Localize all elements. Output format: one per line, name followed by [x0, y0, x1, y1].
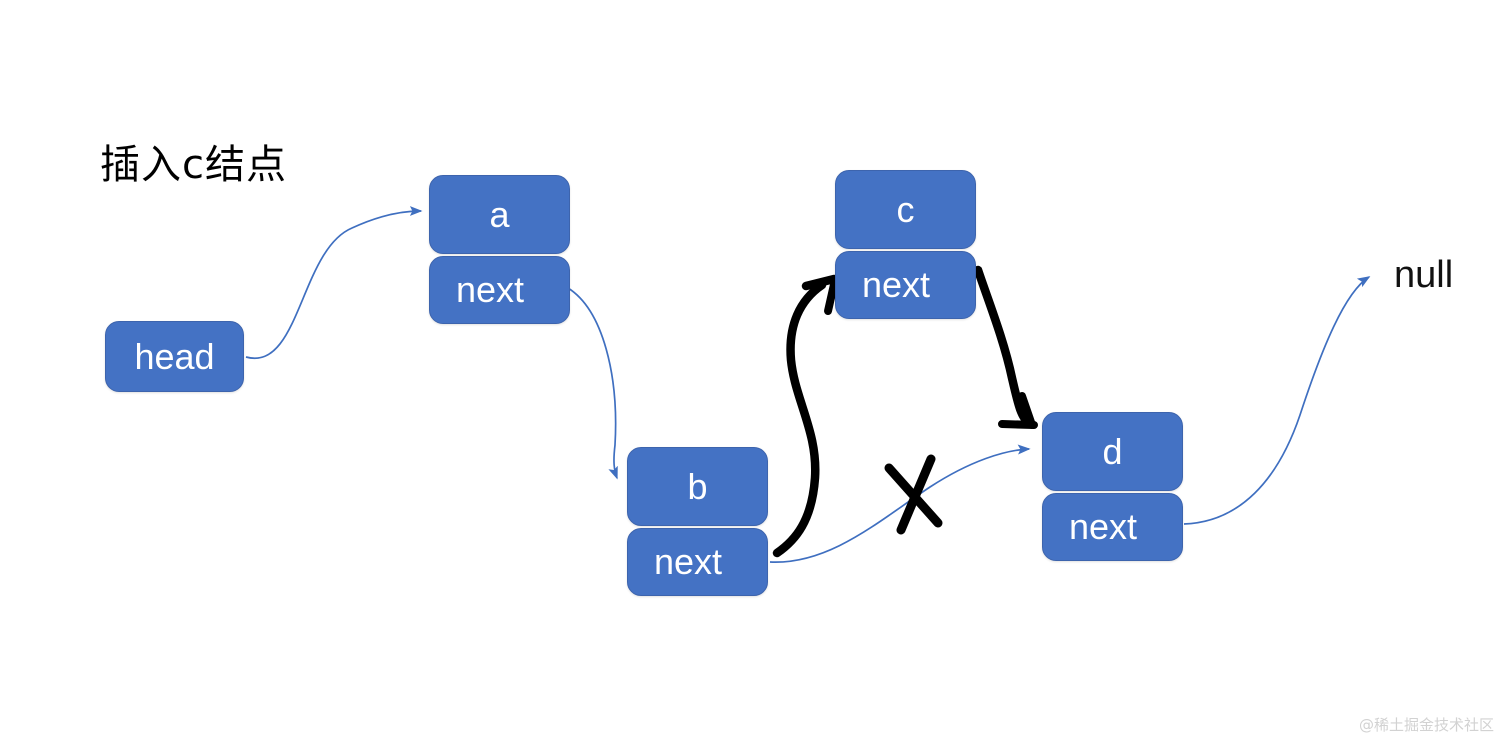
node-head-label: head — [134, 335, 215, 377]
node-a-value: a — [489, 193, 510, 235]
node-head[interactable]: head — [105, 321, 244, 392]
node-b-next-label: next — [654, 541, 723, 582]
watermark: @稀土掘金技术社区 — [1358, 716, 1494, 734]
null-terminator-label: null — [1394, 254, 1454, 296]
node-c-value-cell[interactable]: c — [835, 170, 976, 249]
node-a-value-cell[interactable]: a — [429, 175, 570, 254]
diagram-title: 插入c结点 — [100, 142, 287, 188]
node-c-next-cell[interactable]: next — [835, 251, 976, 319]
edge-c-next-to-d-arrowhead-bottom — [998, 420, 1038, 429]
edge-b-next-to-c-arrowhead-right — [824, 276, 839, 315]
node-d-value-cell[interactable]: d — [1042, 412, 1183, 491]
node-b-next-cell[interactable]: next — [627, 528, 768, 596]
node-c-value: c — [896, 188, 915, 230]
cross-out-mark — [884, 454, 943, 535]
node-a-next-label: next — [456, 269, 525, 310]
node-b-value-cell[interactable]: b — [627, 447, 768, 526]
node-d-next-label: next — [1069, 506, 1138, 547]
edge-b-next-to-c-arrowhead-left — [801, 274, 839, 291]
edge-b-next-to-d-cancelled — [769, 444, 1031, 563]
edge-d-next-to-null — [1183, 276, 1371, 525]
node-b-value: b — [687, 465, 708, 507]
edge-head-to-a — [245, 206, 423, 360]
edge-a-next-to-b — [567, 287, 618, 480]
node-a-next-cell[interactable]: next — [429, 256, 570, 324]
edge-b-next-to-c-new — [772, 280, 827, 558]
node-d-value: d — [1102, 430, 1123, 472]
node-c-next-label: next — [862, 264, 931, 305]
edge-c-next-to-d-arrowhead-top — [1018, 392, 1036, 429]
node-d-next-cell[interactable]: next — [1042, 493, 1183, 561]
edge-c-next-to-d-new — [973, 265, 1035, 429]
